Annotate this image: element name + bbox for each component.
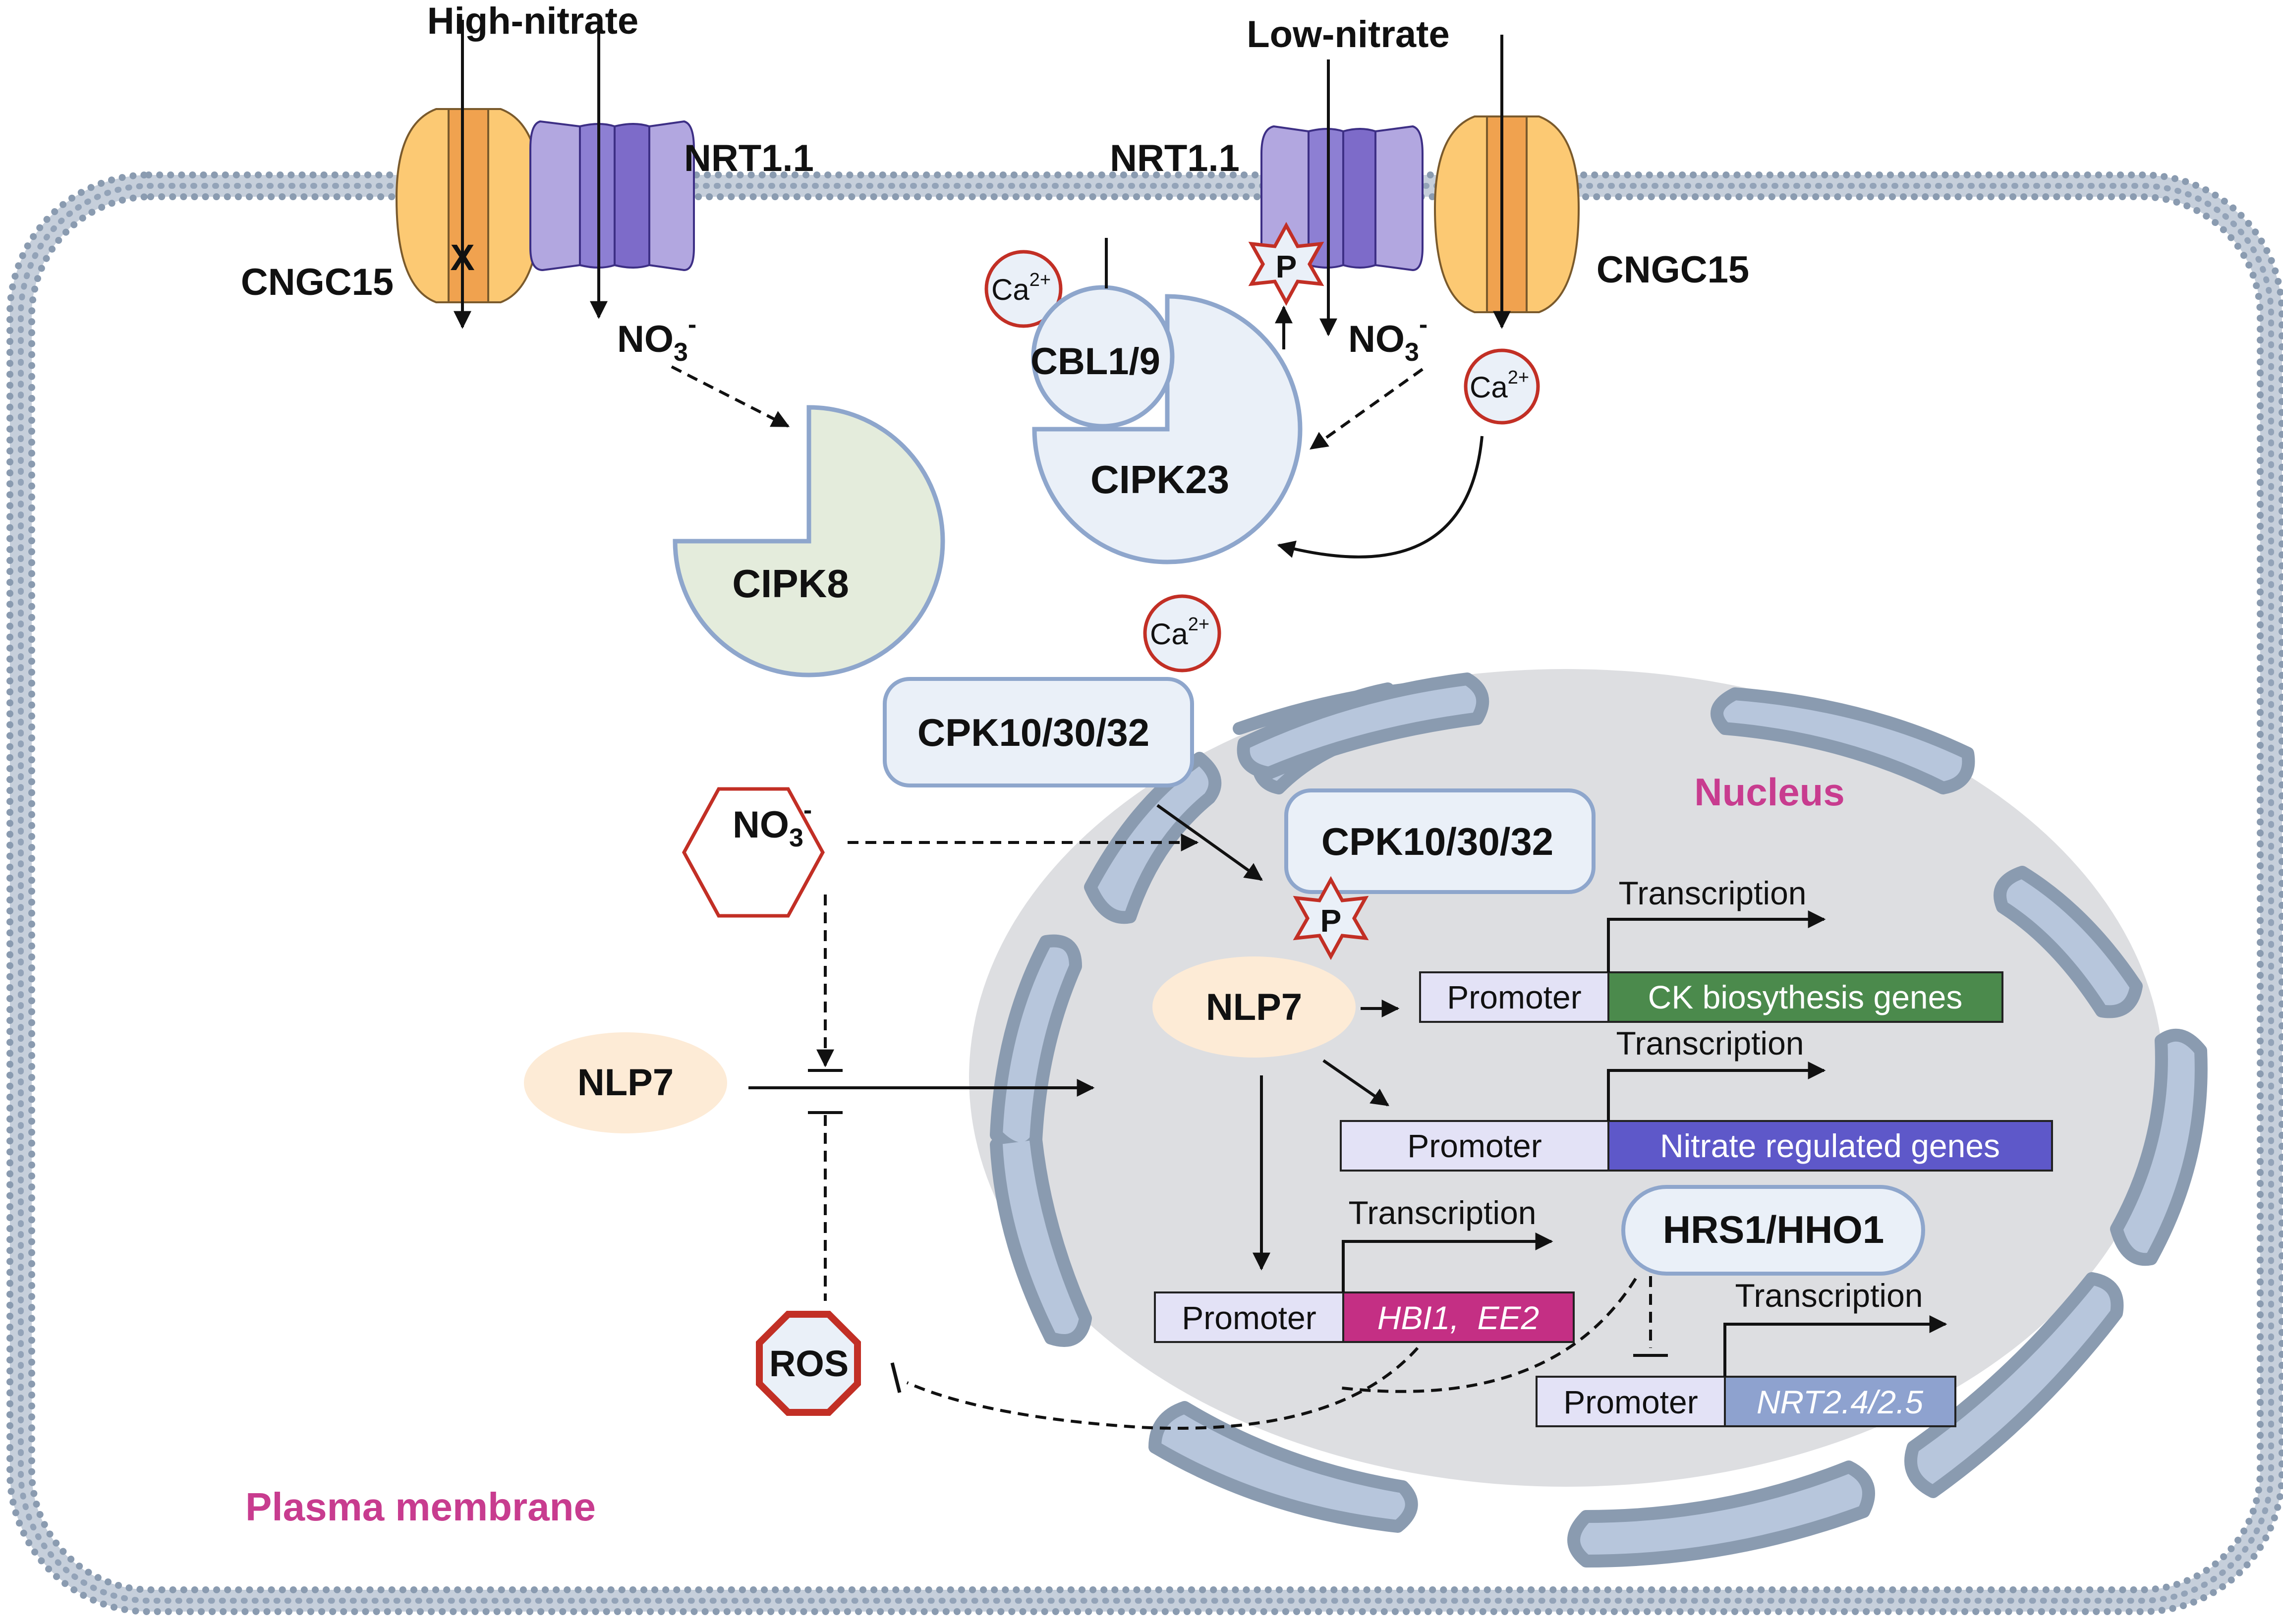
cbl19-label: CBL1/9 (1030, 340, 1160, 383)
gene-ck: Promoter CK biosythesis genes Transcript… (1419, 875, 2003, 1023)
no3-hexagon (682, 787, 825, 918)
svg-text:Ca2+: Ca2+ (1150, 614, 1209, 651)
cbl19-protein (1031, 285, 1175, 429)
phospho-star-nlp7 (1293, 876, 1369, 960)
nucleus: Nucleus (969, 669, 2208, 1568)
gene-ck-promoter: Promoter (1447, 979, 1581, 1015)
hbi-to-ros-inhibit (906, 1347, 1419, 1430)
nrt11-right-label: NRT1.1 (1110, 137, 1240, 179)
no3-hex-label: NO3- (733, 796, 812, 852)
cpk-cyto-label: CPK10/30/32 (917, 711, 1149, 754)
gene-nrt-name: NRT2.4/2.5 (1757, 1384, 1924, 1420)
cngc15-right-label: CNGC15 (1597, 249, 1749, 291)
cpk-nuc-label: CPK10/30/32 (1321, 820, 1553, 863)
ca-ion-cbl: Ca2+ (984, 250, 1063, 328)
nrt11-transporter-right (1260, 125, 1424, 272)
cipk23-label: CIPK23 (1090, 457, 1229, 502)
gene-hbi: Promoter HBI1, EE2 Transcription (1154, 1194, 1575, 1343)
cngc15-channel-right (1433, 115, 1580, 313)
svg-text:Ca2+: Ca2+ (991, 270, 1051, 306)
hrs1-label: HRS1/HHO1 (1663, 1208, 1884, 1251)
ca-ion-cpk: Ca2+ (1143, 594, 1221, 672)
blocked-x: X (450, 237, 474, 278)
hrs1-box (1621, 1185, 1925, 1276)
ros-octagon (756, 1311, 861, 1416)
nlp7-nuc (1152, 956, 1356, 1058)
gene-nrt-promoter: Promoter (1563, 1384, 1698, 1420)
nlp7-nuc-label: NLP7 (1206, 986, 1302, 1028)
no3-to-cipk23-arrow (1310, 368, 1424, 450)
nrt11-transporter-left (529, 120, 695, 272)
gene-hbi-promoter: Promoter (1182, 1299, 1316, 1336)
gene-nrt-transcription: Transcription (1735, 1277, 1923, 1314)
phospho-nlp7-label: P (1320, 903, 1342, 939)
cpk-to-nlp7-phospho-arrow (1156, 804, 1263, 881)
plasma-membrane (6, 171, 2283, 1615)
cpk-cyto-box (883, 677, 1194, 787)
cngc15-channel-left (395, 108, 542, 303)
gene-nitrate-name: Nitrate regulated genes (1660, 1127, 2000, 1164)
gene-nitrate: Promoter Nitrate regulated genes Transcr… (1340, 1025, 2053, 1172)
low-nitrate-label: Low-nitrate (1247, 13, 1450, 56)
hrs1-to-ros-inhibit (1338, 1278, 1637, 1393)
nlp7-cyto (524, 1032, 727, 1133)
ca-to-cipk23-arrow (1277, 436, 1484, 559)
ca-ion-right: Ca2+ (1464, 348, 1540, 425)
plasma-membrane-label: Plasma membrane (245, 1485, 596, 1529)
no3-left: NO3- (617, 310, 696, 367)
no3-right: NO3- (1348, 310, 1427, 367)
nlp7-to-nitrate-arrow (1322, 1059, 1389, 1107)
svg-text:Ca2+: Ca2+ (1470, 367, 1529, 404)
nucleus-label: Nucleus (1694, 770, 1844, 814)
ros-label: ROS (769, 1343, 849, 1384)
gene-hbi-transcription: Transcription (1348, 1194, 1536, 1231)
phospho-nrt-label: P (1276, 249, 1297, 284)
cipk8-protein (673, 405, 945, 677)
cpk-nuc-box (1284, 788, 1596, 894)
ros-inhibit-end-bar (890, 1362, 902, 1393)
gene-nitrate-promoter: Promoter (1407, 1127, 1541, 1164)
gene-nitrate-transcription: Transcription (1616, 1025, 1804, 1062)
cipk8-label: CIPK8 (732, 561, 849, 606)
gene-ck-name: CK biosythesis genes (1648, 979, 1963, 1015)
cipk23-protein (1032, 294, 1303, 564)
no3-to-cipk8-arrow (671, 365, 790, 428)
high-nitrate-label: High-nitrate (427, 0, 638, 42)
gene-hbi-name: HBI1, EE2 (1377, 1299, 1540, 1336)
nrt11-left-label: NRT1.1 (684, 137, 814, 179)
gene-ck-transcription: Transcription (1618, 875, 1806, 911)
phospho-star-nrt (1248, 222, 1324, 306)
nuclear-envelope (990, 672, 2208, 1568)
cngc15-left-label: CNGC15 (241, 261, 394, 303)
nlp7-cyto-label: NLP7 (577, 1062, 674, 1104)
gene-nrt: Promoter NRT2.4/2.5 Transcription (1536, 1277, 1956, 1427)
